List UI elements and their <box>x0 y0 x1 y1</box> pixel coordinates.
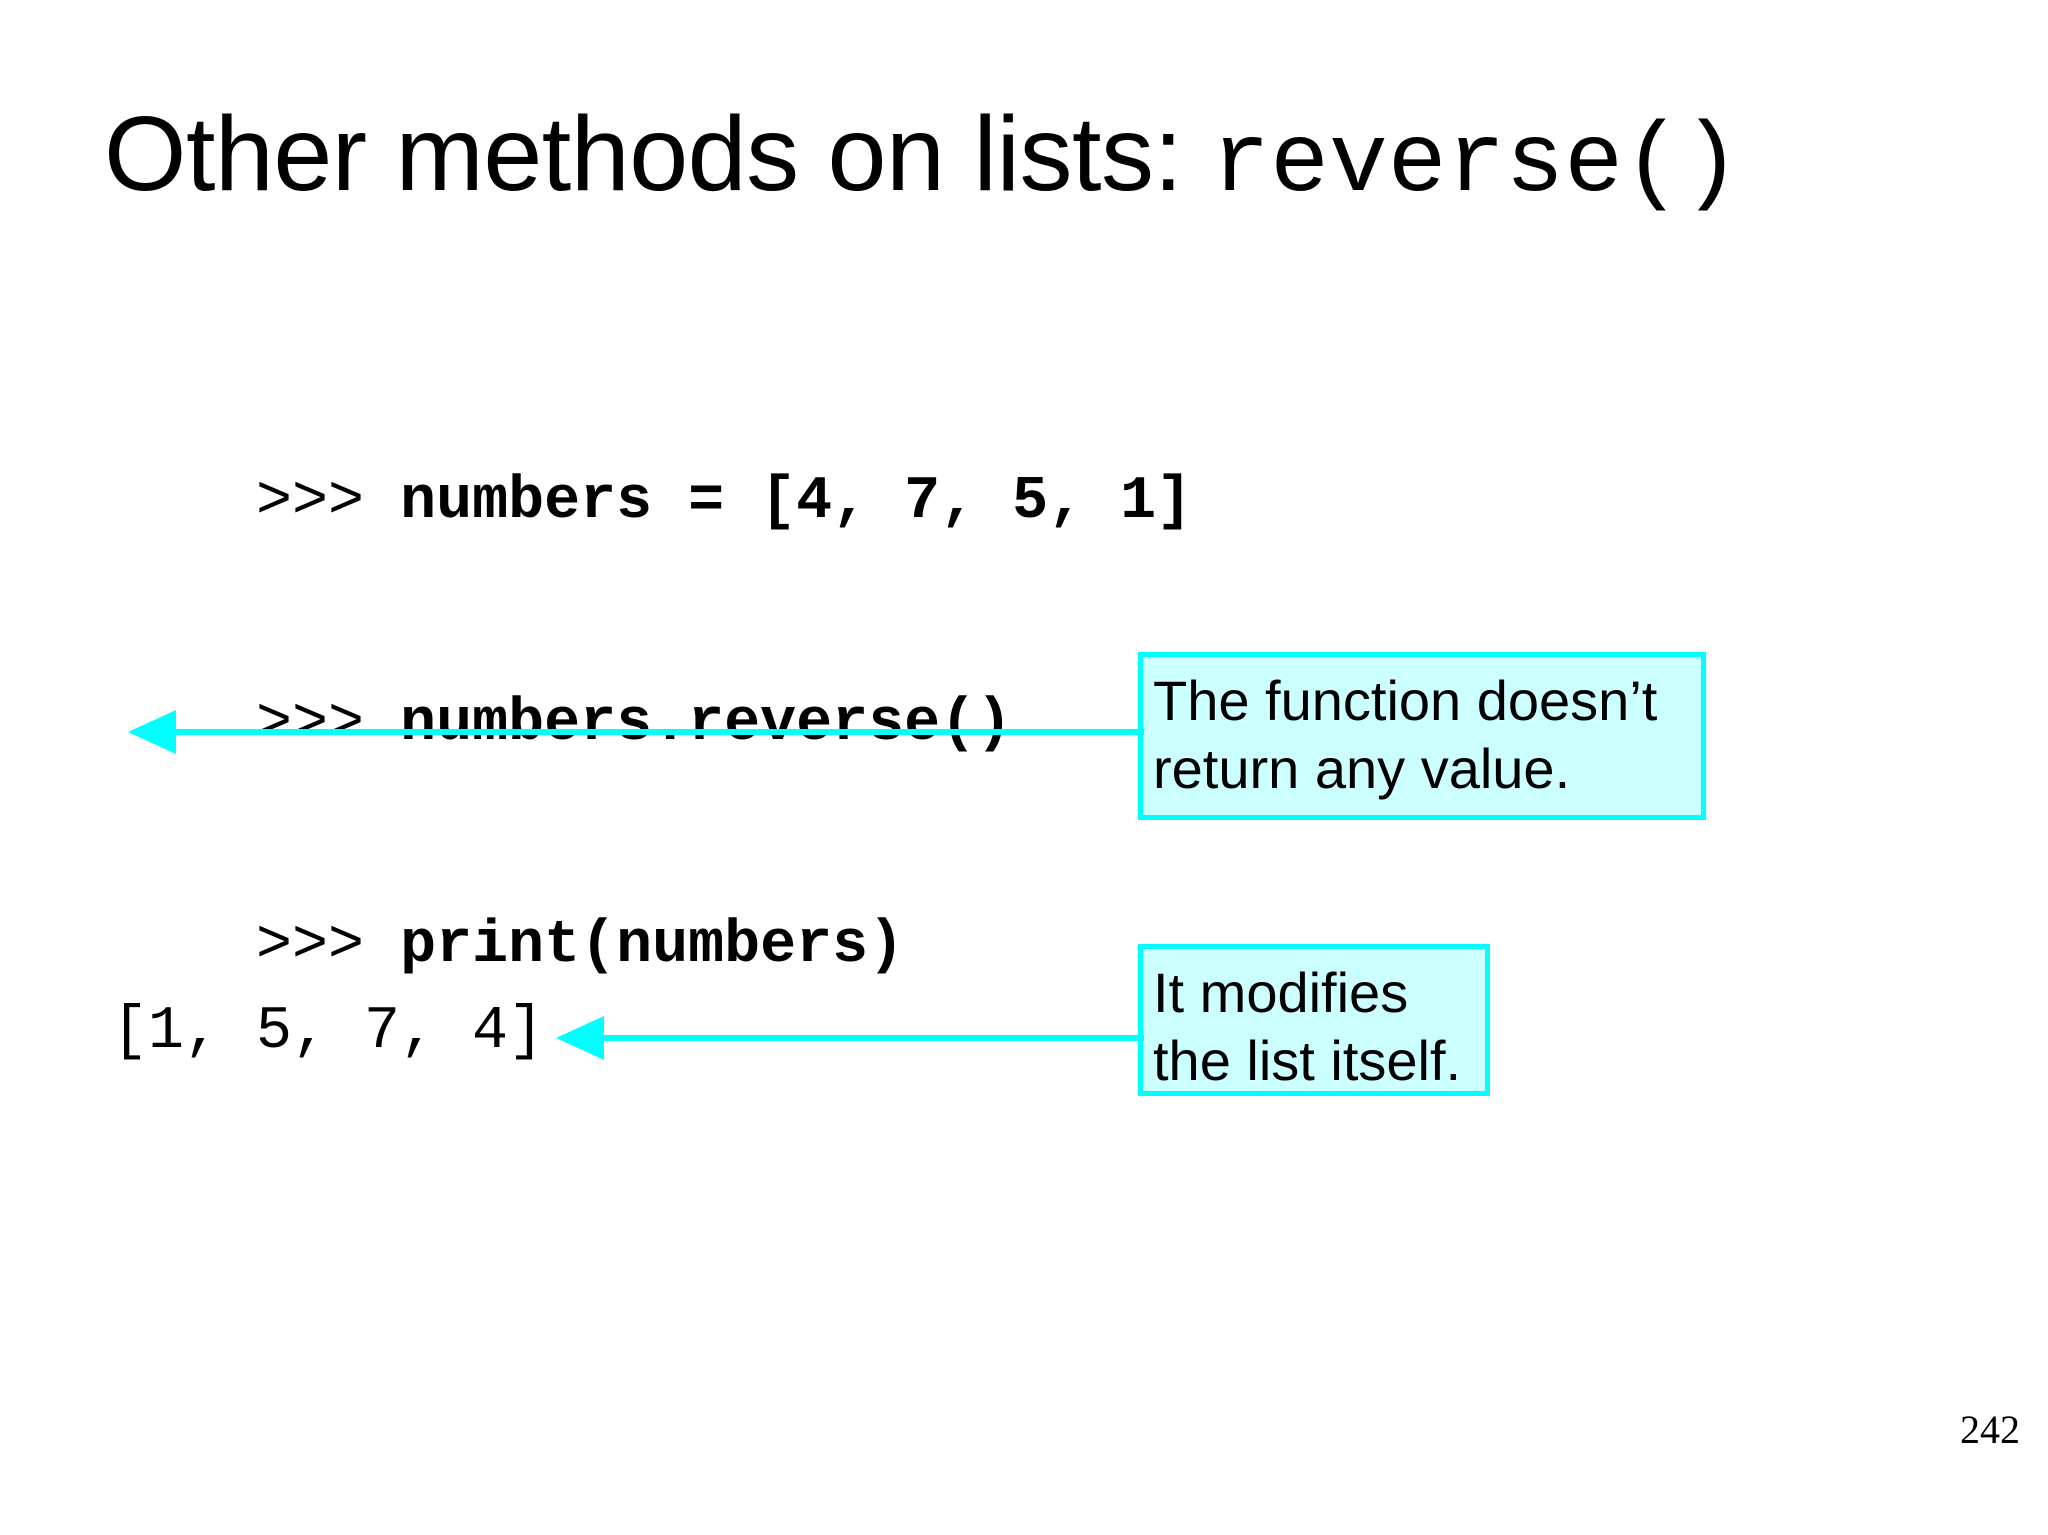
prompt-icon: >>> <box>256 912 401 980</box>
code-output-value: [1, 5, 7, 4] <box>112 998 545 1066</box>
page-title-plain: Other methods on lists: <box>104 95 1212 213</box>
code-line-assign: >>> numbers = [4, 7, 5, 1] <box>112 406 1192 598</box>
code-line-reverse-call: >>> numbers.reverse() <box>112 628 1012 820</box>
page-title: Other methods on lists: reverse() <box>104 95 1964 220</box>
code-statement: print(numbers) <box>400 912 905 980</box>
callout-no-return: The function doesn’t return any value. <box>1138 652 1706 820</box>
page-number: 242 <box>1960 1407 2020 1452</box>
prompt-icon: >>> <box>256 690 401 758</box>
code-statement: numbers = [4, 7, 5, 1] <box>400 468 1193 536</box>
code-line-print: >>> print(numbers) <box>112 850 904 1042</box>
prompt-icon: >>> <box>256 468 401 536</box>
page-title-method: reverse() <box>1211 109 1741 220</box>
callout-modifies: It modifies the list itself. <box>1138 944 1490 1096</box>
code-statement: numbers.reverse() <box>400 690 1013 758</box>
